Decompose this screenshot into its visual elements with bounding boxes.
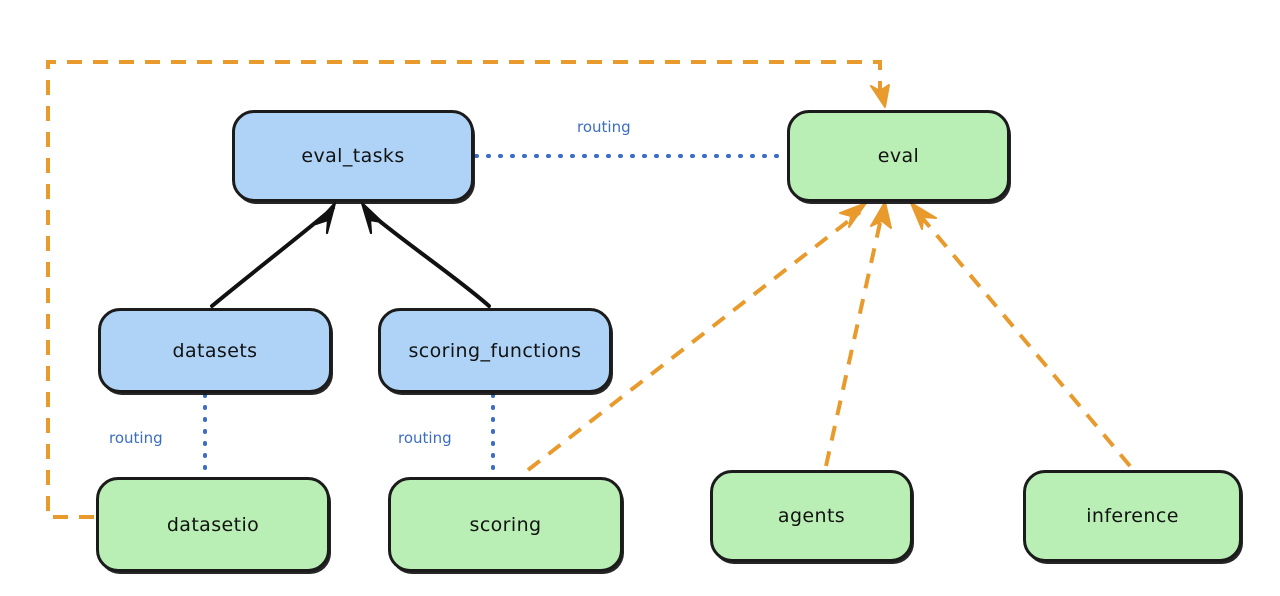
edge-label-routing-datasets-datasetio: routing xyxy=(109,429,163,447)
edge-inference-to-eval xyxy=(910,202,1132,468)
node-datasets[interactable]: datasets xyxy=(98,308,332,393)
node-scoring[interactable]: scoring xyxy=(388,477,623,572)
node-datasetio[interactable]: datasetio xyxy=(96,477,330,572)
node-label-eval: eval xyxy=(877,145,920,167)
node-eval-tasks[interactable]: eval_tasks xyxy=(232,110,474,202)
edge-agents-to-eval xyxy=(824,201,892,467)
node-label-scoring: scoring xyxy=(469,513,542,536)
edge-scoring-to-eval xyxy=(526,202,867,472)
node-label-agents: agents xyxy=(777,505,846,527)
edge-label-routing-eval-tasks-eval: routing xyxy=(577,118,631,136)
node-label-scoring-functions: scoring_functions xyxy=(408,339,582,362)
edge-scoring_functions-to-eval_tasks xyxy=(360,201,491,308)
node-label-datasets: datasets xyxy=(172,339,258,362)
node-label-eval-tasks: eval_tasks xyxy=(301,145,405,167)
node-inference[interactable]: inference xyxy=(1023,470,1242,562)
edge-datasets-to-eval_tasks xyxy=(210,201,337,308)
node-label-inference: inference xyxy=(1086,505,1179,527)
node-label-datasetio: datasetio xyxy=(166,513,260,536)
node-eval[interactable]: eval xyxy=(787,110,1010,202)
edge-label-routing-scoring-functions-scoring: routing xyxy=(398,429,452,447)
node-scoring-functions[interactable]: scoring_functions xyxy=(378,308,612,393)
node-agents[interactable]: agents xyxy=(710,470,913,562)
edge-datasetio-to-eval xyxy=(46,60,890,519)
